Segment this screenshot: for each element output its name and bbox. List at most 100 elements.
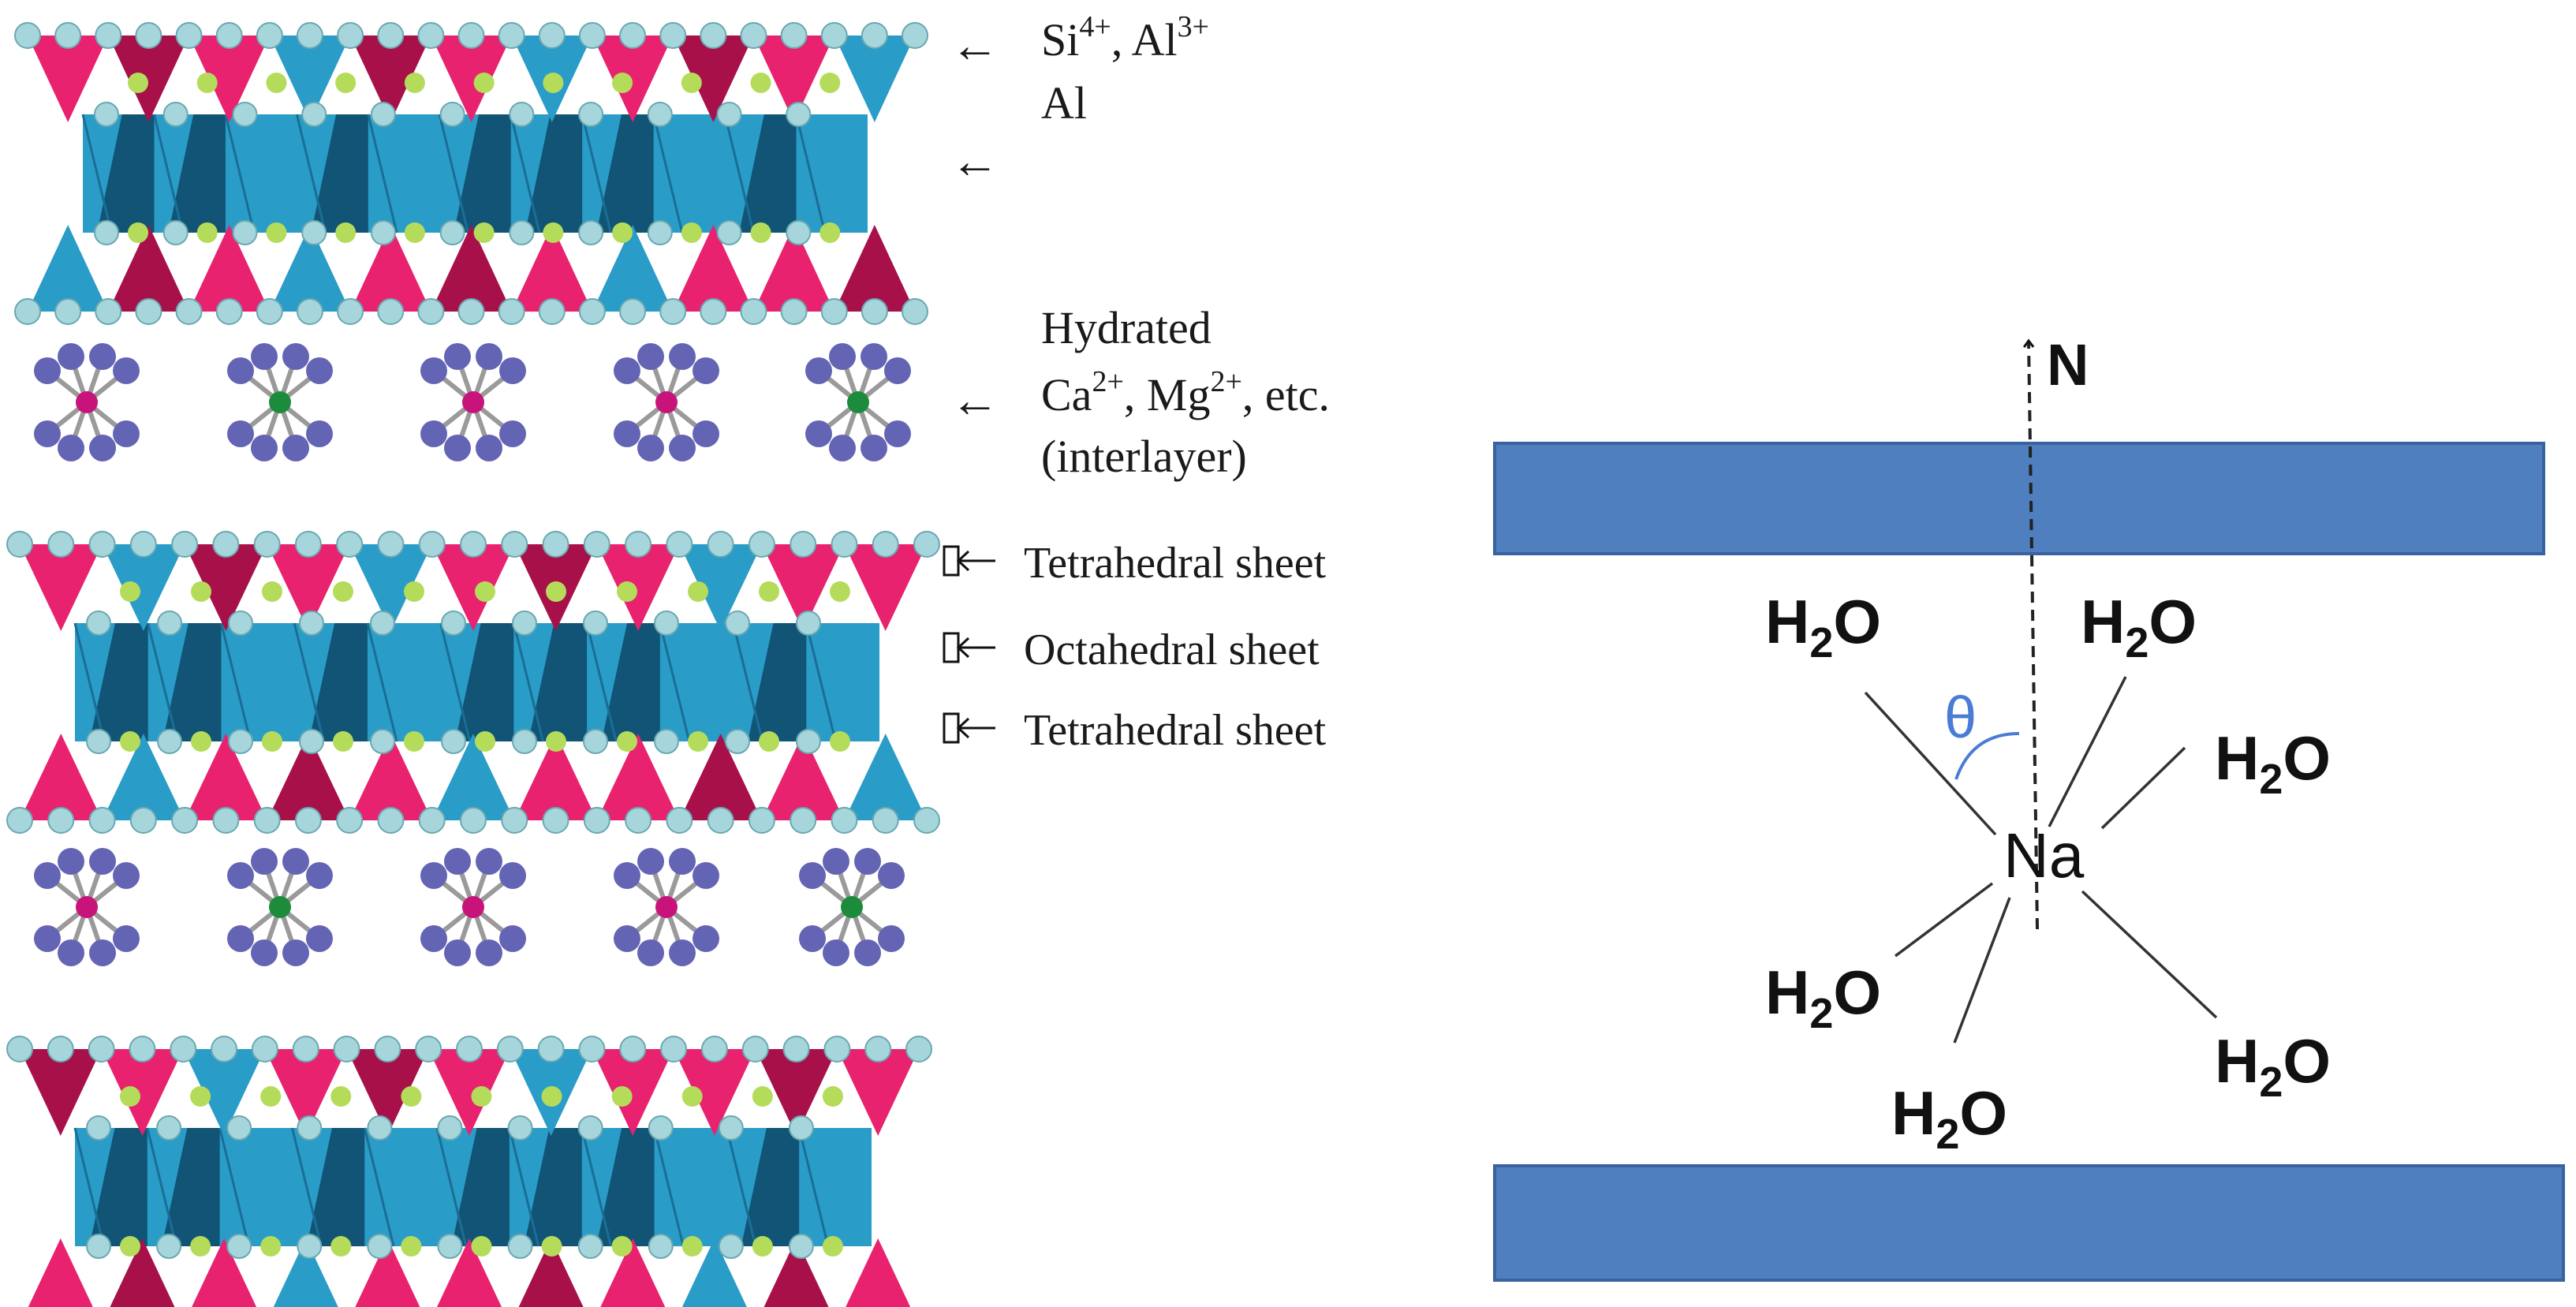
cation-atom — [546, 581, 566, 602]
cation-atom — [759, 581, 779, 602]
oxygen-atom — [437, 1115, 463, 1141]
water-oxygen — [58, 848, 84, 875]
tetrahedron-top — [592, 35, 674, 122]
octahedral-edge — [218, 1127, 250, 1247]
oxygen-atom — [439, 102, 465, 127]
cation-atom — [330, 1086, 352, 1107]
cation-atom — [471, 1236, 492, 1257]
oxygen-atom — [831, 531, 858, 558]
cation-atom — [404, 731, 424, 752]
oxygen-atom — [211, 1036, 238, 1062]
oxygen-atom — [790, 807, 817, 834]
oxygen-atom — [578, 1036, 606, 1062]
water-oxygen — [58, 343, 84, 370]
octahedral-shadow — [89, 623, 148, 741]
octahedral-shadow — [306, 1128, 365, 1246]
oxygen-atom — [377, 298, 405, 325]
cation-atom — [191, 731, 211, 752]
oxygen-atom — [796, 729, 821, 754]
tetrahedron-top — [844, 544, 927, 631]
tetrahedron-bottom — [431, 225, 512, 312]
cation-atom — [681, 73, 702, 93]
oxygen-atom — [377, 531, 405, 558]
sodium-hydration-panel: N θ Na H2O H2O H2O H2O H2O H2O — [1493, 332, 2565, 1282]
cation-atom — [617, 581, 637, 602]
oxygen-atom — [619, 1036, 647, 1062]
oxygen-atom — [625, 807, 652, 834]
octahedral-edge — [224, 114, 256, 233]
tetrahedron-top — [20, 1049, 102, 1136]
water-oxygen — [476, 939, 502, 966]
cation-atom — [681, 1236, 703, 1257]
al-label: Al — [1041, 77, 1087, 129]
cation-atom — [750, 222, 771, 243]
oxygen-atom — [374, 1036, 401, 1062]
oxygen-atom — [460, 531, 487, 558]
tot-layer — [14, 22, 928, 325]
water-oxygen — [884, 420, 911, 447]
oxygen-atom — [748, 531, 775, 558]
tetrahedron-top — [267, 544, 350, 631]
octahedral-edge — [367, 114, 398, 233]
tetrahedron-top — [264, 1049, 347, 1136]
octahedral-shadow — [162, 1128, 220, 1246]
octahedral-edge — [295, 114, 327, 233]
sodium-ion-label: Na — [2003, 820, 2085, 891]
octahedral-sheet-label: Octahedral sheet — [1024, 625, 1320, 674]
water-oxygen — [614, 862, 640, 889]
water-oxygen — [669, 343, 696, 370]
water-oxygen — [829, 343, 856, 370]
cation-atom — [333, 581, 353, 602]
hydrated-cation — [420, 848, 526, 966]
oxygen-atom — [6, 531, 33, 558]
tetrahedral-top-marker — [943, 545, 995, 577]
cation-atom — [475, 581, 495, 602]
oxygen-atom — [439, 220, 465, 245]
oxygen-atom — [512, 729, 537, 754]
cation-atom — [681, 222, 702, 243]
octahedral-edge — [366, 622, 398, 742]
oxygen-atom — [417, 298, 445, 325]
tetrahedron-top — [679, 544, 762, 631]
octahedral-edge — [725, 1127, 757, 1247]
oxygen-atom — [14, 298, 41, 325]
water-oxygen — [637, 939, 664, 966]
oxygen-atom — [861, 22, 888, 49]
oxygen-atom — [654, 611, 679, 636]
tetrahedron-top — [350, 35, 431, 122]
oxygen-atom — [54, 298, 82, 325]
water-oxygen — [251, 435, 278, 461]
oxygen-atom — [872, 807, 899, 834]
cation-atom — [404, 222, 425, 243]
oxygen-atom — [780, 298, 808, 325]
tot-layer — [6, 531, 940, 834]
ca-text: Ca — [1041, 369, 1092, 420]
normal-label: N — [2047, 332, 2089, 398]
tetrahedron-bottom — [431, 734, 515, 820]
octahedral-shadow — [97, 114, 155, 233]
water-oxygen — [614, 925, 640, 952]
oxygen-atom — [47, 1036, 74, 1062]
water-oxygen — [861, 435, 887, 461]
water-oxygen — [34, 925, 61, 952]
water-oxygen — [499, 357, 526, 384]
oxygen-atom — [700, 22, 727, 49]
oxygen-atom — [780, 22, 808, 49]
hydrated-cation — [420, 343, 526, 461]
oxygen-atom — [215, 22, 243, 49]
water-lower-right: H2O — [2215, 1026, 2331, 1106]
oxygen-atom — [337, 22, 364, 49]
oxygen-atom — [782, 1036, 810, 1062]
oxygen-atom — [457, 22, 485, 49]
octahedral-edge — [732, 622, 764, 742]
tetrahedron-top — [346, 1049, 429, 1136]
octahedral-edge — [293, 622, 325, 742]
oxygen-atom — [162, 220, 189, 245]
oxygen-atom — [498, 298, 525, 325]
tetrahedron-bottom — [844, 734, 927, 820]
oxygen-atom — [156, 1234, 182, 1259]
octahedral-edge — [147, 622, 179, 742]
theta-angle-arc — [1954, 732, 2020, 780]
water-oxygen — [878, 925, 905, 952]
octahedral-edge — [581, 114, 612, 233]
